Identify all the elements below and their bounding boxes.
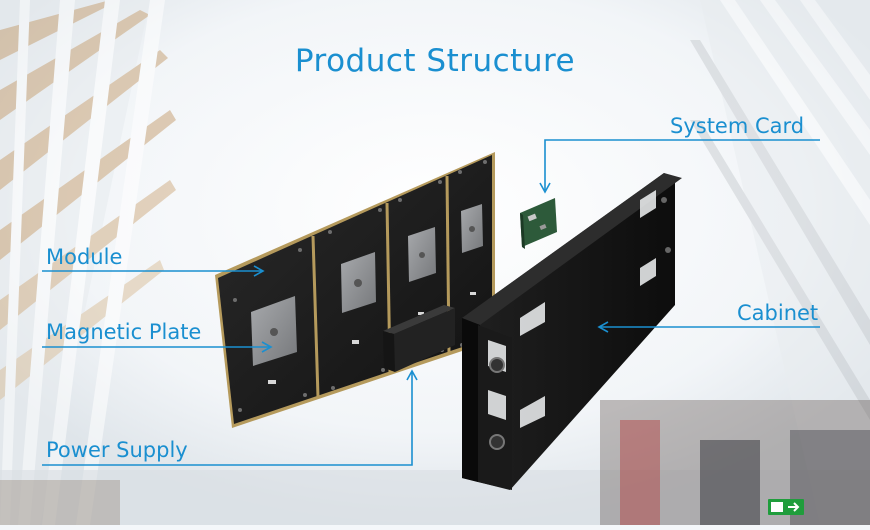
module-callout [42,265,265,277]
cabinet-cutouts [488,190,656,428]
label-module: Module [46,245,123,269]
cabinet-ports [489,197,671,450]
label-cabinet: Cabinet [737,301,819,325]
right-arches [690,0,870,525]
label-system-card: System Card [670,114,805,138]
label-magnetic-plate: Magnetic Plate [46,320,202,344]
left-arches [0,0,176,525]
mall-floor [0,400,870,525]
magnetic-plates [251,204,483,366]
power-supply-callout [42,369,418,466]
cabinet-callout [597,321,820,333]
cabinet-frame [462,173,682,490]
exit-sign [768,499,804,515]
module-connectors [268,292,476,384]
callout-lines [42,139,820,466]
system-card-callout [539,139,820,194]
magnetic-plate-callout [42,341,273,353]
system-card-board [520,198,557,249]
power-supply-unit [383,305,455,372]
label-power-supply: Power Supply [46,438,188,462]
page-title: Product Structure [294,42,576,79]
